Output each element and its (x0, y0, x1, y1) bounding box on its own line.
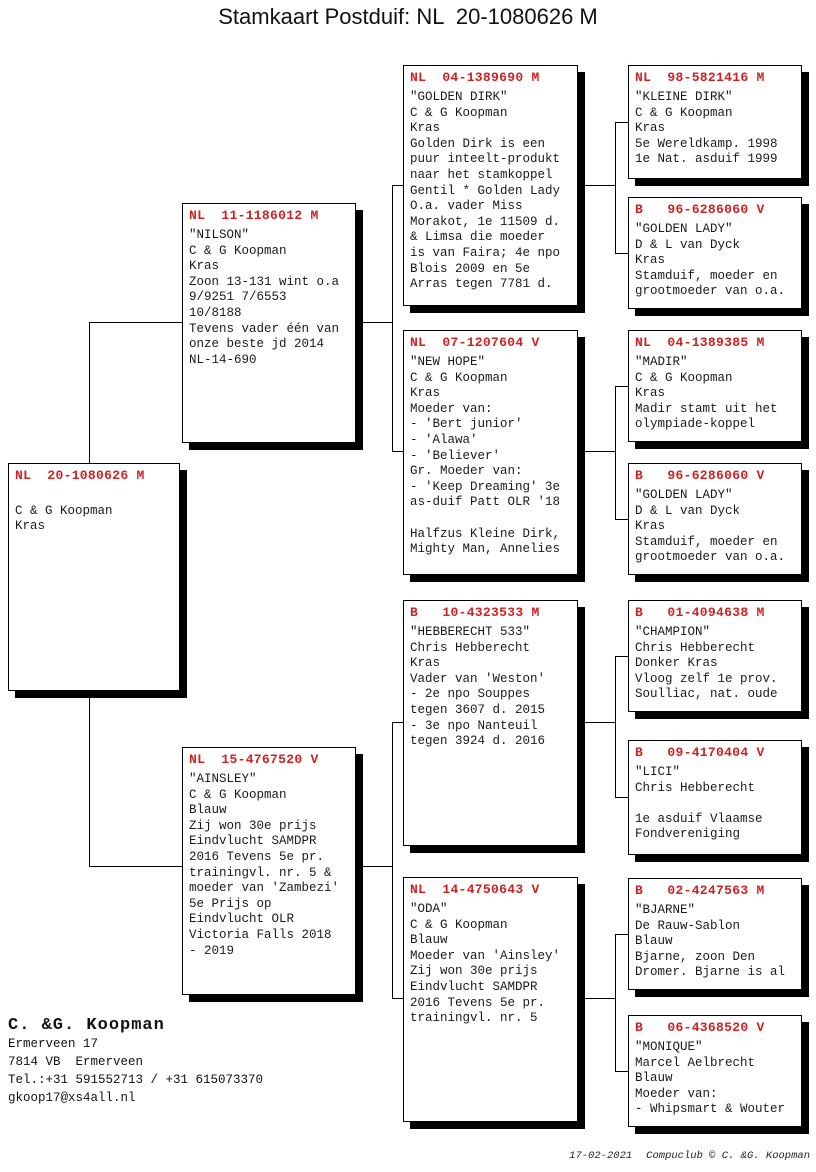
ring-number: B 10-4323533 M (410, 605, 540, 620)
connector-line (615, 519, 628, 520)
connector-line (615, 386, 628, 387)
pedigree-box-subject: NL 20-1080626 M C & G Koopman Kras (8, 463, 180, 691)
pedigree-box-great-grandparent-3: NL 04-1389385 M "MADIR" C & G Koopman Kr… (628, 330, 802, 442)
pigeon-details: "HEBBERECHT 533" Chris Hebberecht Kras V… (410, 625, 546, 749)
connector-line (392, 451, 403, 452)
pigeon-details: "AINSLEY" C & G Koopman Blauw Zij won 30… (189, 772, 340, 958)
pigeon-details: "BJARNE" De Rauw-Sablon Blauw Bjarne, zo… (635, 903, 786, 980)
connector-line (615, 122, 616, 254)
pedigree-box-great-grandparent-1: NL 98-5821416 M "KLEINE DIRK" C & G Koop… (628, 65, 802, 179)
connector-line (89, 691, 90, 867)
footer-date: 17-02-2021 (569, 1150, 633, 1162)
owner-name: C. &G. Koopman (8, 1016, 165, 1035)
owner-phone: Tel.:+31 591552713 / +31 615073370 (8, 1073, 264, 1087)
ring-number: B 96-6286060 V (635, 202, 765, 217)
pedigree-box-great-grandparent-8: B 06-4368520 V "MONIQUE" Marcel Aelbrech… (628, 1015, 802, 1127)
ring-number: B 09-4170404 V (635, 745, 765, 760)
connector-line (392, 185, 393, 452)
ring-number: B 02-4247563 M (635, 883, 765, 898)
owner-address-line: 7814 VB Ermerveen (8, 1055, 144, 1069)
connector-line (89, 866, 182, 867)
pedigree-box-great-grandparent-4: B 96-6286060 V "GOLDEN LADY" D & L van D… (628, 463, 802, 575)
connector-line (89, 322, 182, 323)
pedigree-box-maternal-grandmother: NL 14-4750643 V "ODA" C & G Koopman Blau… (403, 877, 578, 1122)
ring-number: B 01-4094638 M (635, 605, 765, 620)
pigeon-details: "NEW HOPE" C & G Koopman Kras Moeder van… (410, 355, 561, 557)
ring-number: B 06-4368520 V (635, 1020, 765, 1035)
pigeon-details: "MONIQUE" Marcel Aelbrecht Blauw Moeder … (635, 1040, 786, 1117)
connector-line (615, 656, 628, 657)
pedigree-box-father: NL 11-1186012 M "NILSON" C & G Koopman K… (182, 203, 356, 443)
pedigree-box-paternal-grandmother: NL 07-1207604 V "NEW HOPE" C & G Koopman… (403, 330, 578, 575)
connector-line (356, 322, 392, 323)
connector-line (392, 722, 403, 723)
pedigree-box-maternal-grandfather: B 10-4323533 M "HEBBERECHT 533" Chris He… (403, 600, 578, 846)
pigeon-details: "GOLDEN LADY" D & L van Dyck Kras Stamdu… (635, 222, 786, 299)
pigeon-details: "MADIR" C & G Koopman Kras Madir stamt u… (635, 355, 778, 432)
pigeon-details: "ODA" C & G Koopman Blauw Moeder van 'Ai… (410, 902, 561, 1026)
page-title: Stamkaart Postduif: NL 20-1080626 M (218, 4, 598, 29)
connector-line (392, 722, 393, 999)
ring-number: NL 07-1207604 V (410, 335, 540, 350)
pedigree-box-great-grandparent-6: B 09-4170404 V "LICI" Chris Hebberecht 1… (628, 740, 802, 855)
connector-line (615, 1071, 628, 1072)
pedigree-box-great-grandparent-7: B 02-4247563 M "BJARNE" De Rauw-Sablon B… (628, 878, 802, 990)
pigeon-details: "NILSON" C & G Koopman Kras Zoon 13-131 … (189, 228, 340, 367)
connector-line (392, 998, 403, 999)
pedigree-box-mother: NL 15-4767520 V "AINSLEY" C & G Koopman … (182, 747, 356, 995)
connector-line (615, 934, 628, 935)
connector-line (615, 253, 628, 254)
ring-number: NL 04-1389690 M (410, 70, 540, 85)
ring-number: NL 98-5821416 M (635, 70, 765, 85)
pigeon-details: "CHAMPION" Chris Hebberecht Donker Kras … (635, 625, 778, 702)
footer-credit: Compuclub © C. &G. Koopman (646, 1150, 810, 1162)
connector-line (392, 185, 403, 186)
connector-line (578, 722, 615, 723)
pigeon-details: C & G Koopman Kras (15, 503, 113, 534)
pedigree-box-great-grandparent-5: B 01-4094638 M "CHAMPION" Chris Hebberec… (628, 600, 802, 712)
ring-number: NL 11-1186012 M (189, 208, 319, 223)
ring-number: NL 04-1389385 M (635, 335, 765, 350)
ring-number: NL 15-4767520 V (189, 752, 319, 767)
connector-line (356, 866, 392, 867)
owner-address-line: Ermerveen 17 (8, 1037, 99, 1051)
connector-line (615, 656, 616, 798)
owner-contact-block: C. &G. Koopman Ermerveen 17 7814 VB Erme… (8, 1016, 263, 1107)
connector-line (578, 451, 615, 452)
connector-line (615, 797, 628, 798)
pedigree-box-paternal-grandfather: NL 04-1389690 M "GOLDEN DIRK" C & G Koop… (403, 65, 578, 306)
owner-email: gkoop17@xs4all.nl (8, 1091, 136, 1105)
pigeon-details: "KLEINE DIRK" C & G Koopman Kras 5e Were… (635, 90, 778, 167)
ring-number: NL 20-1080626 M (15, 468, 145, 483)
footer: 17-02-2021 Compuclub © C. &G. Koopman (544, 1138, 810, 1172)
connector-line (615, 934, 616, 1072)
ring-number: B 96-6286060 V (635, 468, 765, 483)
connector-line (615, 386, 616, 520)
pigeon-details: "GOLDEN LADY" D & L van Dyck Kras Stamdu… (635, 488, 786, 565)
connector-line (89, 322, 90, 463)
connector-line (615, 122, 628, 123)
connector-line (578, 998, 615, 999)
pedigree-box-great-grandparent-2: B 96-6286060 V "GOLDEN LADY" D & L van D… (628, 197, 802, 309)
pigeon-details: "LICI" Chris Hebberecht 1e asduif Vlaams… (635, 765, 763, 842)
connector-line (578, 185, 615, 186)
ring-number: NL 14-4750643 V (410, 882, 540, 897)
pigeon-details: "GOLDEN DIRK" C & G Koopman Kras Golden … (410, 90, 561, 292)
